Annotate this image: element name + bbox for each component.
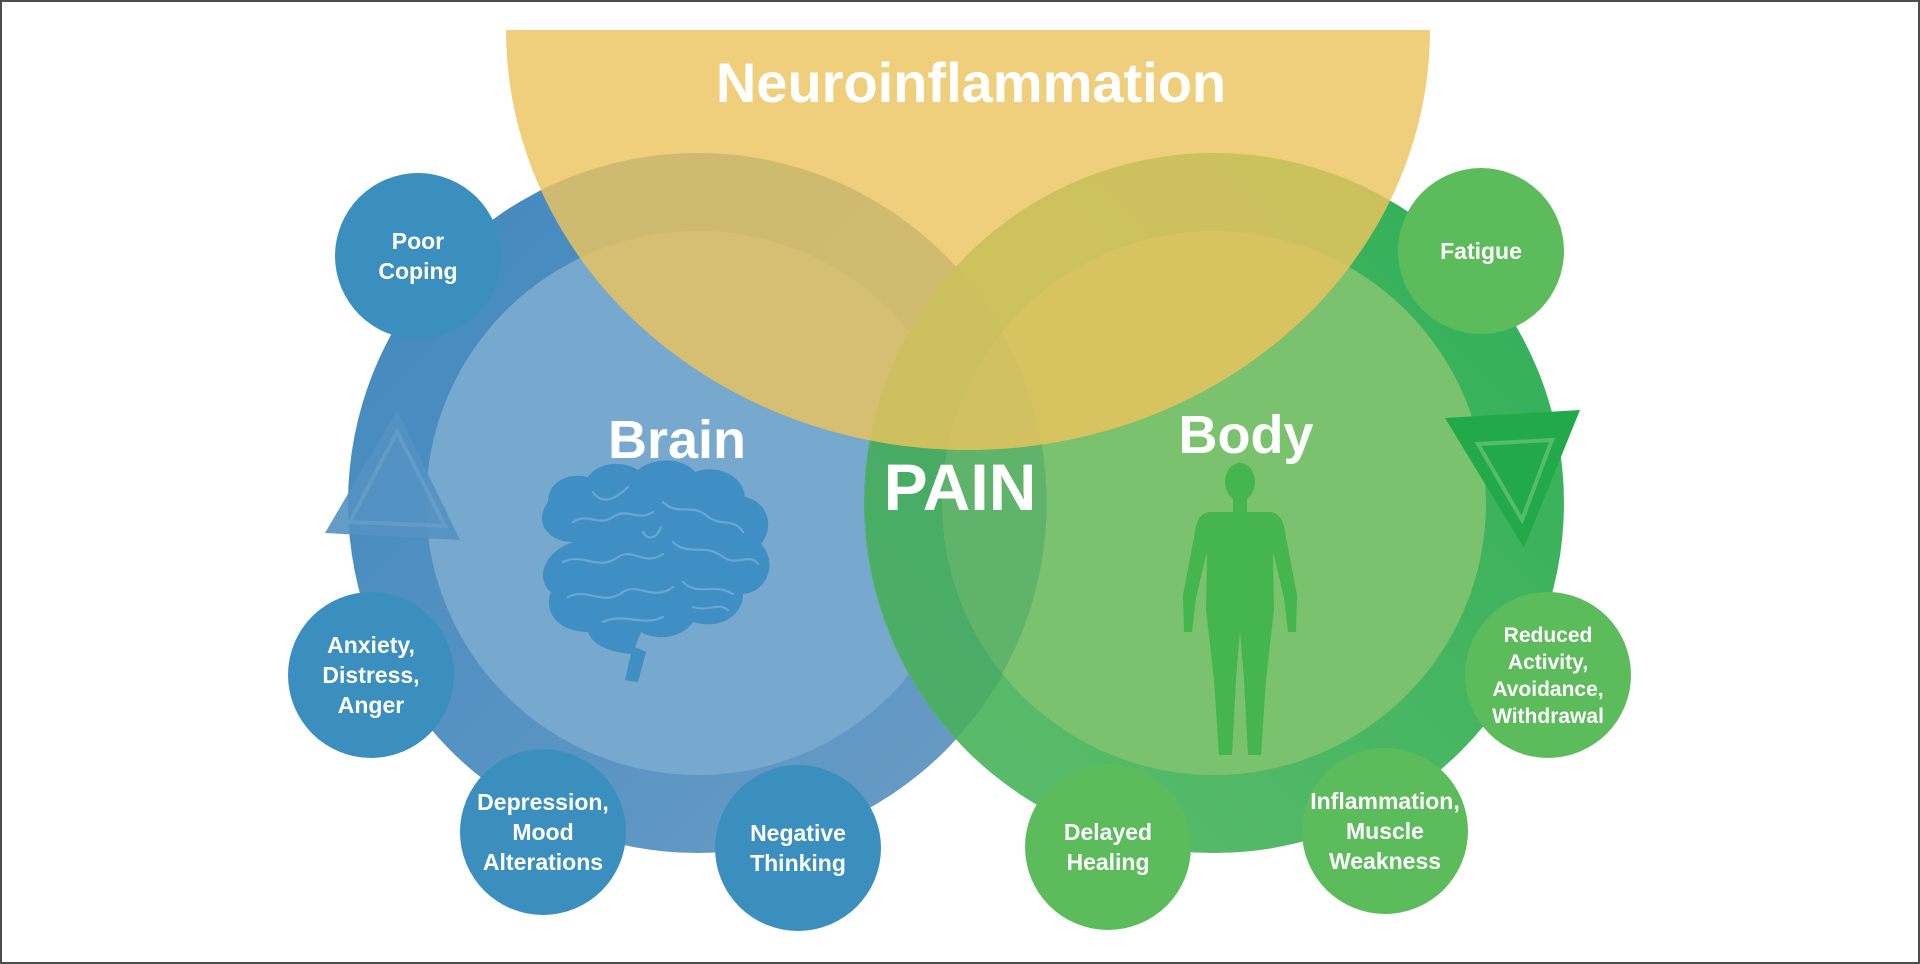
node-circle [288,592,454,758]
brain-label: Brain [608,410,746,470]
node-circle [1302,748,1468,914]
body-arrow-outline [1474,437,1555,525]
body-label: Body [1179,405,1314,465]
node-label-line: Depression, [477,789,609,815]
node-label-line: Withdrawal [1492,705,1604,728]
node-anxiety: Anxiety, Distress, Anger [288,592,454,758]
node-label-line: Thinking [750,850,846,876]
node-label-line: Weakness [1329,848,1441,874]
node-label-line: Muscle [1346,818,1424,844]
human-figure-icon [1183,463,1297,755]
node-circle [1465,592,1631,758]
node-label-line: Poor [392,228,444,254]
node-label-line: Coping [378,258,457,284]
node-label-line: Fatigue [1440,238,1522,264]
node-label-line: Healing [1066,849,1149,875]
node-circle [1025,764,1191,930]
brain-shape [542,460,770,682]
node-label-line: Negative [750,820,846,846]
node-label-line: Avoidance, [1492,678,1603,701]
neuroinflammation-label: Neuroinflammation [716,51,1226,114]
node-circle [460,749,626,915]
pain-label: PAIN [884,450,1037,524]
node-label-line: Delayed [1064,819,1152,845]
node-label-line: Distress, [322,662,419,688]
node-label-line: Anger [338,692,405,718]
brain-arrow-outline [346,427,449,529]
node-label-line: Anxiety, [327,632,415,658]
node-label-line: Inflammation, [1310,788,1460,814]
node-label-line: Mood [512,819,573,845]
node-fatigue: Fatigue [1398,168,1564,334]
node-label-line: Reduced [1504,624,1593,647]
node-label-line: Alterations [483,849,603,875]
neuroinflammation-band [506,30,1430,450]
node-label-line: Activity, [1508,651,1588,674]
node-circle [715,765,881,931]
brain-icon [542,460,770,682]
node-circle [335,173,501,339]
node-circle [1398,168,1564,334]
